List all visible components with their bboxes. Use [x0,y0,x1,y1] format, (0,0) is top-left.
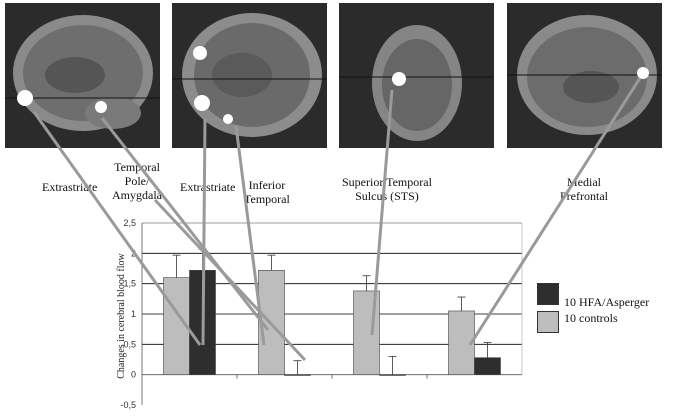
brain-scan-sagittal-1 [5,3,160,148]
y-tick-label: 0,5 [123,339,136,349]
bar-layer [163,248,501,376]
y-tick-label: 1,5 [123,279,136,289]
arrow-sts [370,89,394,336]
arrow-amygdala-bar [153,198,307,362]
arrow-extrastriate-2 [201,117,207,346]
y-tick-label: -0,5 [120,400,136,410]
arrow-temporal-pole [100,117,270,331]
y-axis-label: Changes in cerebral blood flow [116,252,127,378]
bar [379,374,406,376]
bar [474,357,501,375]
brain-scan-sagittal-2 [339,3,494,148]
legend-swatch-controls [537,311,559,333]
arrow-medial-prefrontal [468,77,642,346]
legend-swatch-hfa [537,283,559,305]
arrow-extrastriate-1 [32,111,202,346]
y-tick-label: 2,5 [123,218,136,228]
label-extrastriate-2: Extrastriate [180,180,236,194]
label-temporal-pole-amygdala: Temporal Pole/ Amygdala [112,160,162,202]
brain-scan-sagittal-3 [507,3,662,148]
legend-label-hfa: 10 HFA/Asperger [564,295,650,309]
arrow-inferior-temporal [234,125,266,346]
bar [284,374,311,376]
y-tick-label: 0 [131,370,136,380]
y-tick-label: 1 [131,309,136,319]
label-superior-temporal-sulcus: Superior Temporal Sulcus (STS) [342,175,432,203]
brain-scan-axial [172,3,327,148]
arrow-layer [32,77,642,362]
legend-label-controls: 10 controls [564,311,618,325]
label-inferior-temporal: Inferior Temporal [244,178,290,206]
